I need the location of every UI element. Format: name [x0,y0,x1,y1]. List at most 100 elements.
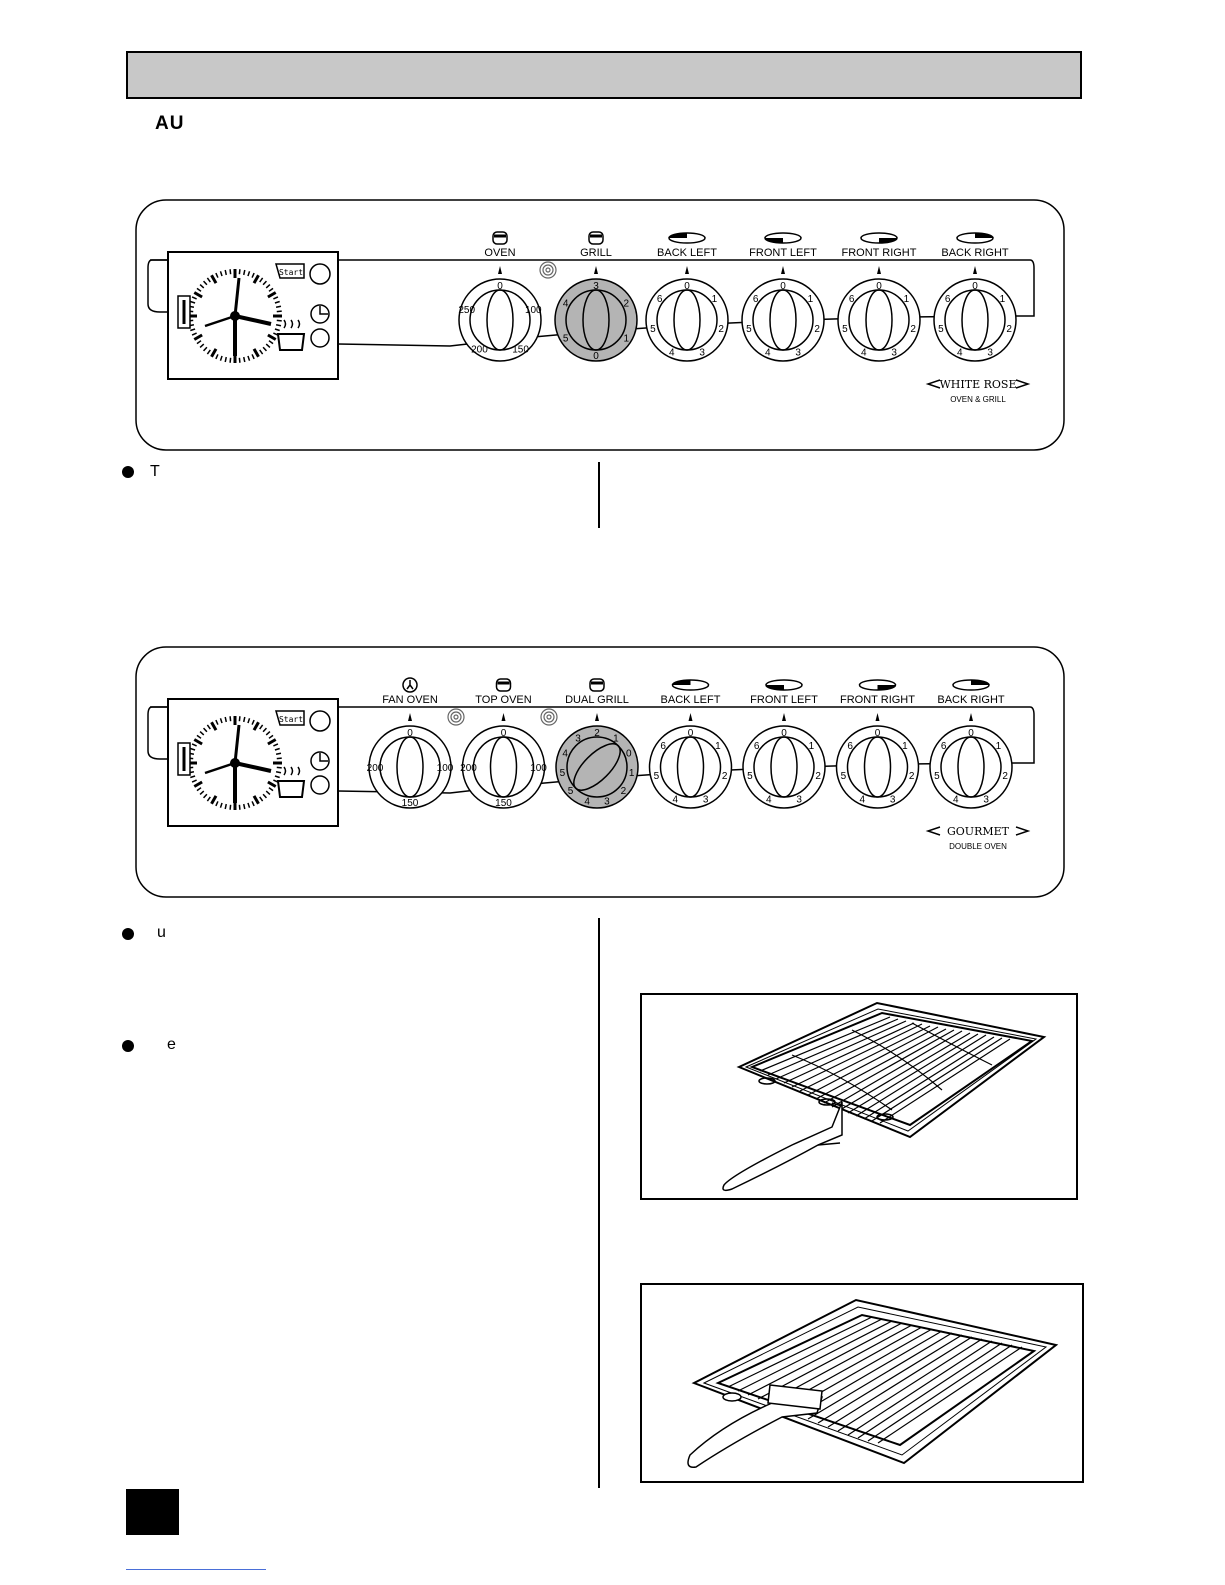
heating-element-symbol-icon [546,714,552,720]
start-label: Start [279,715,303,724]
knob-label: BACK LEFT [657,247,717,259]
heating-element-symbol-icon [450,711,462,723]
clock-tick [242,269,246,276]
knob-scale-mark: 4 [860,795,866,806]
heating-element-symbol-icon [447,708,465,726]
clock-tick [273,743,279,747]
knob-label: FRONT RIGHT [842,247,917,259]
clock-tick [219,355,223,361]
knob-scale-mark: 150 [495,798,512,809]
clock-tick [265,283,271,289]
clock-tick [199,283,205,289]
clock-tick [274,775,280,779]
knob-scale-mark: 2 [1006,324,1012,335]
knob-grip [770,736,798,798]
knob-scale-mark: 1 [996,741,1002,752]
clock-tick [252,721,260,731]
knob-label: OVEN [484,247,515,259]
clock-tick [252,274,260,284]
knob-indicator-icon [781,266,785,274]
clock-tick [229,804,232,810]
knob-scale-mark: 5 [568,786,574,797]
clock-tick [199,790,205,796]
brand-chevrons-icon [925,826,1031,836]
knob-scale-mark: 3 [983,795,989,806]
knob-scale-mark: 5 [560,768,566,779]
knob-scale-mark: 0 [875,728,881,739]
knob-dial [846,736,909,798]
clock-tick [274,328,280,332]
knob-scale-mark: 4 [584,797,590,808]
clock-tick [199,730,205,736]
knob-scale-mark: 5 [934,771,940,782]
heating-element-symbol-icon [540,708,558,726]
clock-tick [206,277,211,283]
knob-scale-mark: 4 [861,348,867,359]
clock-center-icon [230,758,240,768]
knob-scale-mark: 150 [402,798,419,809]
hob-front-left-icon [766,685,784,690]
knob-scale-mark: 2 [718,324,724,335]
oven-symbol-icon [492,231,508,245]
clock-symbol-icon [319,753,328,762]
knob-scale-mark: 6 [849,294,855,305]
clock-tick [267,291,277,299]
knob-grip [769,289,797,351]
column-divider [598,918,600,1488]
clock-tick [224,356,228,363]
clock-tick [202,280,208,286]
knob-scale-mark: 3 [604,797,610,808]
knob-scale-mark: 0 [968,728,974,739]
column-divider [598,462,600,528]
knob-scale-mark: 0 [626,748,632,759]
knob-scale-mark: 5 [842,324,848,335]
knob-scale-mark: 2 [624,299,630,310]
clock-tick [276,310,282,313]
bullet-icon [122,928,134,940]
clock-tick [259,796,264,802]
clock-tick [268,287,274,292]
hob-front-right-icon [879,238,897,243]
knob-scale-mark: 100 [437,763,454,774]
knob-dial [753,736,815,798]
clock-tick [275,752,282,756]
clock-tick [252,795,260,805]
clock-tick [238,804,241,810]
pan-icon [276,333,306,351]
knob-scale-mark: 4 [673,795,679,806]
knob-indicator-icon [595,713,599,721]
knob-scale-mark: 0 [781,728,787,739]
knob-scale-mark: 3 [890,795,896,806]
clock-tick [275,323,282,327]
bullet-icon [122,1040,134,1052]
clock-tick [190,328,196,332]
knob-scale-mark: 6 [945,294,951,305]
clock-tick [267,738,277,746]
clock-tick [215,801,219,807]
clock-tick [262,727,268,733]
knob-scale-mark: 5 [654,771,660,782]
knob-scale-mark: 3 [987,348,993,359]
knob-scale-mark: 4 [957,348,963,359]
knob-grip [863,736,892,798]
start-button [275,263,305,279]
clock-tick [202,727,208,733]
clock-tick [210,721,218,731]
clock-tick [219,271,223,277]
brand-name: WHITE ROSE [940,378,1017,391]
